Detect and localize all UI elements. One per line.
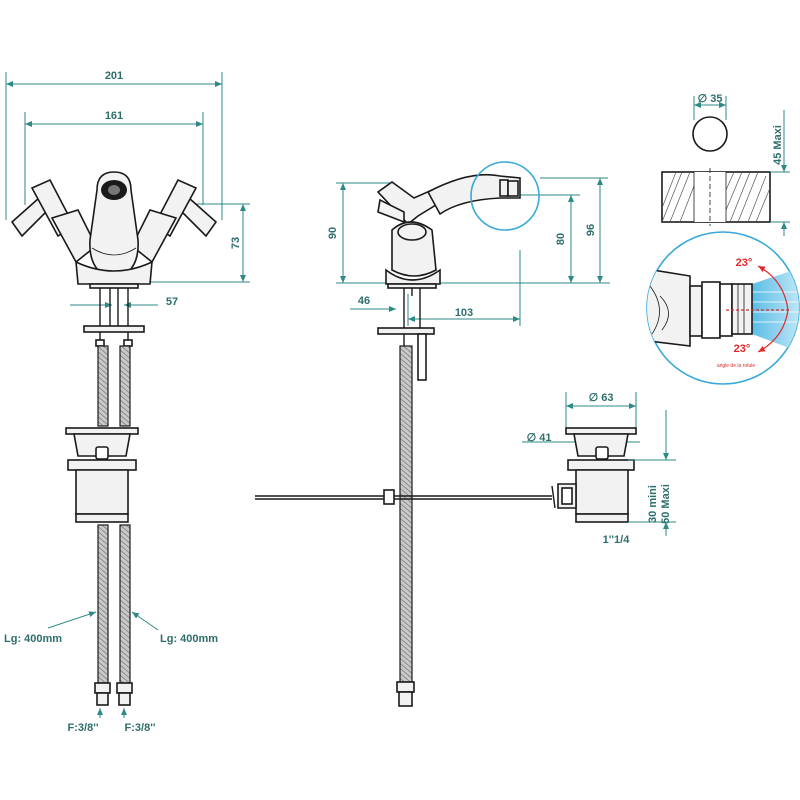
aerator-caption: angle de la rotule	[717, 363, 756, 369]
left-hose	[94, 345, 111, 706]
dim-max-thickness: 45 Maxi	[770, 110, 790, 236]
waste-body	[557, 427, 637, 523]
waste-view: ∅ 63 ∅ 41 30 mini 50 Maxi 1''1/4	[522, 392, 676, 546]
dim-waste-min-label: 30 mini	[647, 485, 659, 523]
waste-thread-label: 1''1/4	[603, 534, 631, 546]
front-shank	[83, 283, 145, 348]
thread-right: F:3/8''	[125, 722, 156, 734]
pop-up-rod	[255, 485, 556, 509]
dim-max-thickness-label: 45 Maxi	[772, 125, 784, 165]
dim-side-height-label: 90	[327, 227, 339, 239]
detail-marker-circle	[470, 161, 540, 231]
dim-reach: 103	[408, 250, 521, 326]
dim-total-height-label: 96	[585, 224, 597, 236]
side-tap-body	[376, 173, 521, 381]
countertop-section	[661, 168, 771, 226]
mounting-hole-view: ∅ 35	[661, 93, 790, 236]
dim-base-label: 46	[358, 295, 370, 307]
angle-top-label: 23°	[736, 257, 753, 269]
dim-waste-range: 30 mini 50 Maxi	[628, 410, 676, 536]
dim-height: 73	[140, 203, 250, 283]
dim-hole-diameter: ∅ 35	[693, 93, 727, 120]
dim-waste-max-label: 50 Maxi	[660, 484, 672, 524]
dim-waste-inner-label: ∅ 41	[527, 432, 552, 444]
hole-top-view	[692, 116, 728, 152]
dim-overall-width-label: 201	[105, 70, 123, 82]
dim-spout-height: 80	[440, 194, 610, 284]
hose-length-right: Lg: 400mm	[160, 633, 218, 645]
dim-overall-width: 201	[5, 70, 223, 220]
right-hose	[116, 345, 133, 706]
left-cross-handle	[10, 178, 98, 264]
dim-hole-diameter-label: ∅ 35	[698, 93, 723, 105]
dim-reach-label: 103	[455, 307, 473, 319]
front-waste	[65, 427, 139, 523]
dim-side-height: 90	[327, 182, 390, 284]
dim-waste-outer: ∅ 63	[565, 392, 637, 428]
side-view: 90 80 96 46 103	[255, 161, 610, 707]
dim-offset-label: 57	[166, 296, 178, 308]
dim-handle-span-label: 161	[105, 110, 123, 122]
dim-total-height: 96	[540, 177, 608, 283]
hose-labels: Lg: 400mm Lg: 400mm F:3/8'' F:3/8''	[4, 611, 218, 734]
right-cross-handle	[130, 178, 218, 264]
dim-handle-span: 161	[24, 110, 204, 205]
angle-bottom-label: 23°	[734, 343, 751, 355]
dim-spout-height-label: 80	[555, 233, 567, 245]
center-spout	[75, 171, 153, 285]
front-view: 201 161 73 57	[4, 70, 250, 734]
aerator-detail: 23° 23° angle de la rotule	[646, 231, 800, 385]
hose-length-left: Lg: 400mm	[4, 633, 62, 645]
dim-height-label: 73	[230, 237, 242, 249]
dim-offset: 57	[70, 296, 178, 308]
dim-base: 46	[350, 294, 409, 326]
thread-left: F:3/8''	[68, 722, 99, 734]
dim-waste-outer-label: ∅ 63	[589, 392, 614, 404]
side-hose	[396, 345, 415, 707]
